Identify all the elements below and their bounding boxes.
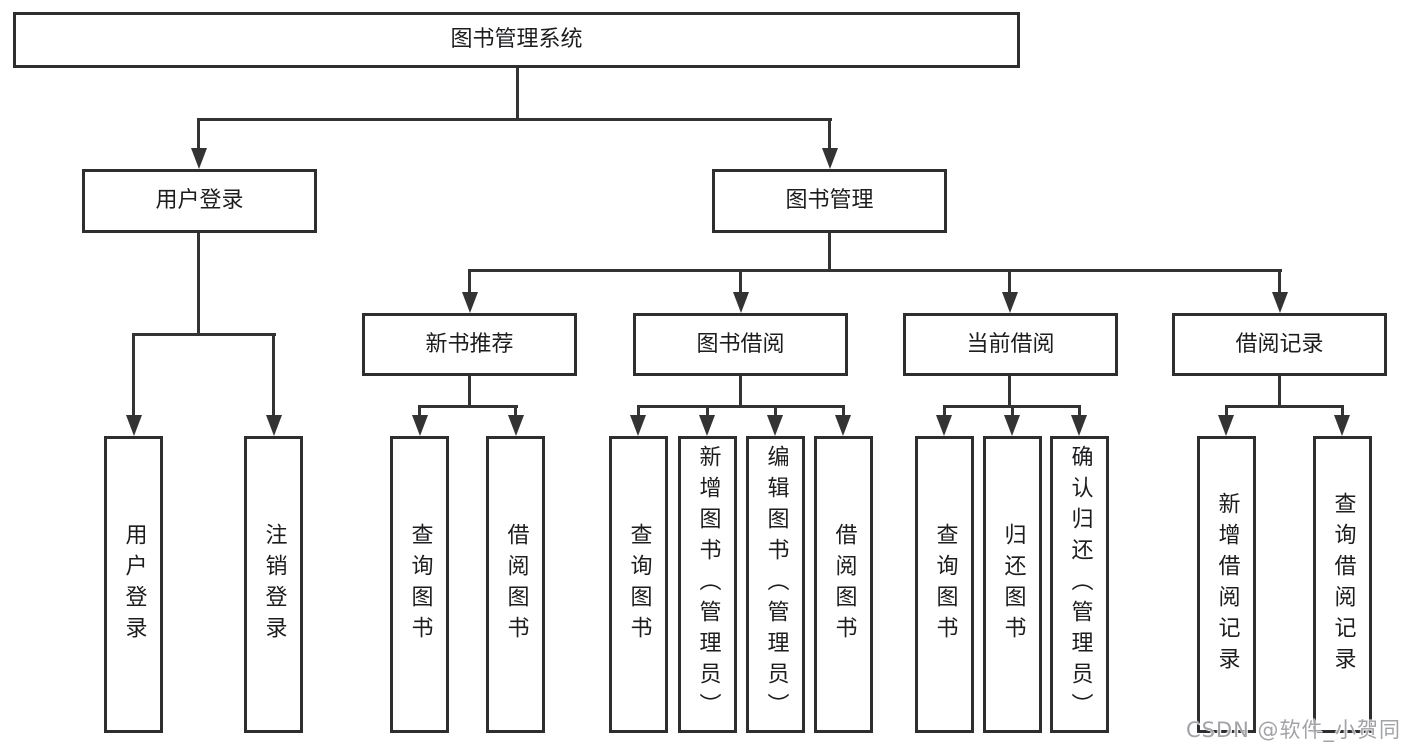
edge-book-borrow-rail [637, 405, 845, 408]
edge-to-borrow-edit [774, 405, 777, 417]
node-current-query-books-label: 查询图书 [932, 522, 958, 647]
node-new-book-recommend: 新书推荐 [362, 313, 577, 376]
arrow-to-borrow-lend [835, 415, 851, 436]
arrow-to-logout-leaf [266, 415, 282, 436]
node-borrow-lend-books: 借阅图书 [814, 436, 873, 733]
edge-to-newbook-query [418, 405, 421, 417]
edge-current-borrow-stem [1008, 376, 1011, 408]
edge-level3-rail [468, 269, 1282, 272]
edge-to-logout-leaf [272, 333, 275, 415]
edge-to-borrow-query [637, 405, 640, 417]
node-root: 图书管理系统 [13, 12, 1020, 68]
edge-to-new-book [468, 269, 471, 293]
arrow-to-newbook-query [412, 415, 428, 436]
edge-to-borrow-add [706, 405, 709, 417]
edge-book-management-stem [828, 232, 831, 272]
arrow-to-borrow-edit [767, 415, 783, 436]
arrow-to-newbook-borrow [508, 415, 524, 436]
node-root-label: 图书管理系统 [450, 27, 583, 52]
edge-new-book-rail [418, 405, 518, 408]
arrow-to-user-login [191, 148, 207, 169]
node-records-query-record: 查询借阅记录 [1313, 436, 1372, 733]
edge-level2-rail [197, 118, 832, 121]
node-records-add-record-label: 新增借阅记录 [1214, 491, 1240, 678]
arrow-to-book-borrow [733, 292, 749, 313]
node-newbook-borrow-books-label: 借阅图书 [503, 522, 529, 647]
edge-root-stem [516, 66, 519, 120]
edge-book-borrow-stem [739, 376, 742, 408]
node-records-query-record-label: 查询借阅记录 [1330, 491, 1356, 678]
arrow-to-current-return [1004, 415, 1020, 436]
node-current-confirm-return: 确认归还（管理员） [1050, 436, 1109, 733]
node-borrow-edit-books: 编辑图书（管理员） [746, 436, 805, 733]
node-book-management: 图书管理 [712, 169, 947, 233]
node-current-confirm-return-label: 确认归还（管理员） [1067, 445, 1093, 724]
edge-to-book-management [828, 118, 831, 150]
node-newbook-query-books: 查询图书 [390, 436, 449, 733]
node-book-borrow-label: 图书借阅 [696, 331, 785, 357]
node-current-query-books: 查询图书 [915, 436, 974, 733]
node-login-action-label: 用户登录 [121, 522, 147, 647]
arrow-to-current-borrow [1002, 292, 1018, 313]
edge-to-current-query [943, 405, 946, 417]
node-borrow-add-books-label: 新增图书（管理员） [695, 445, 721, 724]
node-current-return-books-label: 归还图书 [1000, 522, 1026, 647]
node-borrow-lend-books-label: 借阅图书 [831, 522, 857, 647]
node-borrow-records: 借阅记录 [1172, 313, 1387, 376]
node-newbook-query-books-label: 查询图书 [407, 522, 433, 647]
node-newbook-borrow-books: 借阅图书 [486, 436, 545, 733]
edge-to-newbook-borrow [514, 405, 517, 417]
node-book-management-label: 图书管理 [785, 188, 874, 213]
edge-to-current-confirm [1078, 405, 1081, 417]
node-current-return-books: 归还图书 [983, 436, 1042, 733]
node-login-action: 用户登录 [104, 436, 163, 733]
edge-user-login-rail [132, 333, 276, 336]
arrow-to-current-confirm [1071, 415, 1087, 436]
arrow-to-records-add [1218, 415, 1234, 436]
node-borrow-records-label: 借阅记录 [1235, 331, 1324, 357]
node-logout-action-label: 注销登录 [261, 522, 287, 647]
arrow-to-current-query [936, 415, 952, 436]
node-user-login-label: 用户登录 [155, 188, 244, 213]
node-borrow-add-books: 新增图书（管理员） [678, 436, 737, 733]
node-new-book-recommend-label: 新书推荐 [425, 331, 514, 357]
edge-new-book-stem [468, 376, 471, 408]
node-logout-action: 注销登录 [244, 436, 303, 733]
edge-to-records-add [1225, 405, 1228, 417]
arrow-to-login-leaf [126, 415, 142, 436]
watermark: CSDN @软件_小贺同学 [1186, 718, 1402, 742]
edge-to-records-query [1341, 405, 1344, 417]
arrow-to-records-query [1334, 415, 1350, 436]
node-current-borrow-label: 当前借阅 [966, 331, 1055, 357]
edge-to-current-return [1011, 405, 1014, 417]
edge-to-borrow-records [1278, 269, 1281, 293]
arrow-to-borrow-records [1272, 292, 1288, 313]
node-records-add-record: 新增借阅记录 [1197, 436, 1256, 733]
node-user-login: 用户登录 [82, 169, 317, 233]
arrow-to-borrow-query [630, 415, 646, 436]
edge-borrow-records-rail [1225, 405, 1344, 408]
edge-borrow-records-stem [1278, 376, 1281, 408]
node-borrow-edit-books-label: 编辑图书（管理员） [763, 445, 789, 724]
arrow-to-borrow-add [699, 415, 715, 436]
edge-to-user-login [197, 118, 200, 150]
edge-to-borrow-lend [842, 405, 845, 417]
edge-to-current-borrow [1008, 269, 1011, 293]
node-current-borrow: 当前借阅 [903, 313, 1118, 376]
edge-user-login-stem [197, 232, 200, 335]
node-borrow-query-books: 查询图书 [609, 436, 668, 733]
edge-to-book-borrow [739, 269, 742, 293]
edge-to-login-leaf [132, 333, 135, 415]
arrow-to-new-book [462, 292, 478, 313]
arrow-to-book-management [822, 148, 838, 169]
node-borrow-query-books-label: 查询图书 [626, 522, 652, 647]
node-book-borrow: 图书借阅 [633, 313, 848, 376]
